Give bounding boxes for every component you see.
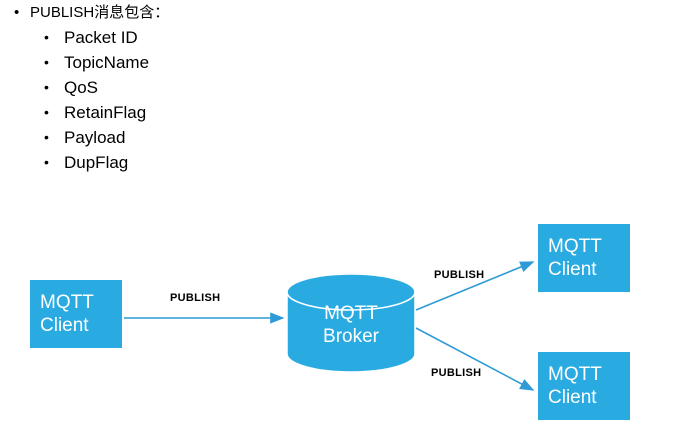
node-label-line1: MQTT [548, 364, 602, 385]
broker-cylinder-shape [286, 273, 416, 373]
mqtt-publish-diagram: MQTT Client MQTT Broker MQTT Client MQTT… [0, 200, 692, 446]
node-mqtt-client-bottom-right[interactable]: MQTT Client [538, 352, 630, 420]
bullet-marker-icon: • [44, 29, 49, 45]
list-item-label: QoS [64, 78, 99, 97]
bullet-marker-icon: • [44, 154, 49, 170]
list-item-label: DupFlag [64, 153, 129, 172]
node-label-line1: MQTT [40, 292, 94, 313]
bullet-marker-icon: • [44, 129, 49, 145]
node-label-line1: MQTT [324, 303, 378, 324]
bullet-heading: • PUBLISH消息包含： [0, 0, 420, 25]
list-item: • Payload [0, 125, 420, 150]
list-item: • TopicName [0, 50, 420, 75]
list-item-label: Payload [64, 128, 126, 147]
arrow-broker-to-client-bottom [415, 327, 535, 391]
bullet-marker-icon: • [44, 54, 49, 70]
node-mqtt-client-left[interactable]: MQTT Client [30, 280, 122, 348]
list-item: • DupFlag [0, 150, 420, 175]
node-label-line2: Client [40, 315, 89, 336]
node-mqtt-client-top-right[interactable]: MQTT Client [538, 224, 630, 292]
diagram-connectors [124, 261, 535, 391]
edge-label-publish-3: PUBLISH [431, 367, 482, 379]
node-label-line1: MQTT [548, 236, 602, 257]
list-item-label: TopicName [64, 53, 150, 72]
list-item-label: RetainFlag [64, 103, 147, 122]
list-item-label: Packet ID [64, 28, 138, 47]
node-mqtt-broker[interactable]: MQTT Broker [287, 278, 415, 368]
arrow-broker-to-client-top [415, 261, 535, 311]
bullet-marker-icon: • [14, 4, 20, 21]
bullet-list: • PUBLISH消息包含： • Packet ID • TopicName •… [0, 0, 420, 175]
list-item: • Packet ID [0, 25, 420, 50]
bullet-marker-icon: • [44, 104, 49, 120]
edge-label-publish-1: PUBLISH [170, 292, 221, 304]
list-item: • RetainFlag [0, 100, 420, 125]
node-label-line2: Client [548, 259, 597, 280]
bullet-heading-label: PUBLISH消息包含： [30, 4, 170, 21]
node-label-line2: Broker [323, 326, 379, 347]
list-item: • QoS [0, 75, 420, 100]
bullet-marker-icon: • [44, 79, 49, 95]
edge-label-publish-2: PUBLISH [434, 269, 485, 281]
node-label-line2: Client [548, 387, 597, 408]
broker-label: MQTT Broker [287, 302, 415, 348]
